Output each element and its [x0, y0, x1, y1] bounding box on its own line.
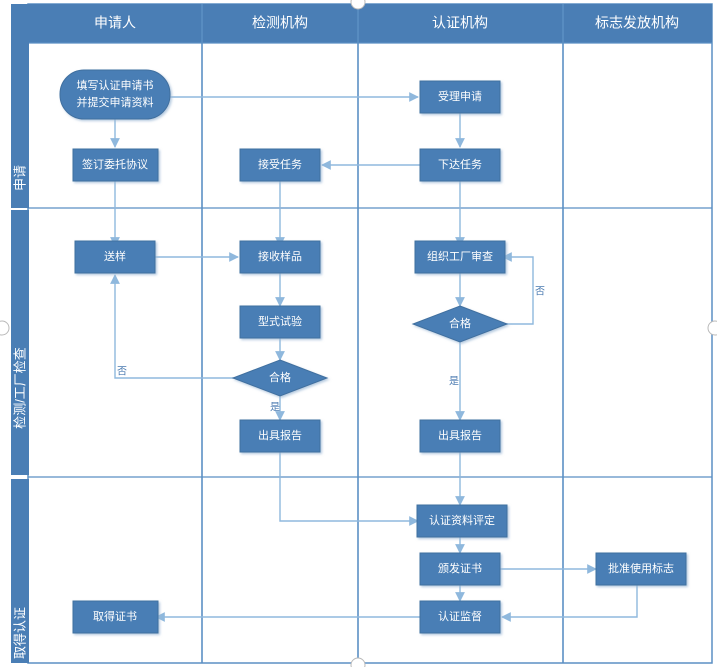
column-header-testing: 检测机构 [252, 15, 308, 31]
node-qualified-factory[interactable]: 合格 [411, 305, 509, 343]
node-label-issue-report-testing: 出具报告 [258, 428, 302, 442]
node-label-receive-sample: 接收样品 [258, 249, 302, 263]
node-accept-application[interactable]: 受理申请 [419, 80, 501, 114]
node-receive-sample[interactable]: 接收样品 [239, 240, 321, 274]
node-label-send-sample: 送样 [104, 249, 126, 263]
node-label-issue-report-cert: 出具报告 [438, 428, 482, 442]
node-sign-agreement[interactable]: 签订委托协议 [72, 148, 159, 182]
node-label-organize-factory-audit: 组织工厂审查 [427, 249, 493, 263]
edge-labels: 否 是 否 是 [117, 286, 545, 414]
node-label-obtain-certificate: 取得证书 [93, 610, 137, 623]
node-label-accept-application: 受理申请 [438, 90, 482, 103]
node-issue-report-cert[interactable]: 出具报告 [419, 419, 501, 453]
edge-approvemark-to-supervision [501, 585, 638, 622]
band-strip-certification [11, 479, 29, 663]
column-header-mark: 标志发放机构 [595, 15, 679, 31]
band-label-testing: 检测/工厂检查 [12, 347, 27, 429]
column-headers: 申请人 检测机构 认证机构 标志发放机构 [94, 15, 679, 31]
connectors [110, 92, 638, 622]
column-header-cert: 认证机构 [432, 15, 488, 31]
node-label-qualified-factory: 合格 [449, 316, 471, 330]
node-fill-application[interactable]: 填写认证申请书 并提交申请资料 [59, 69, 171, 120]
node-certification-supervision[interactable]: 认证监督 [419, 600, 501, 634]
node-issue-report-testing[interactable]: 出具报告 [239, 419, 321, 453]
node-evaluate-documents[interactable]: 认证资料评定 [416, 504, 508, 538]
edge-factoryqualified-no-to-audit [502, 252, 534, 325]
node-label-certification-supervision: 认证监督 [438, 609, 482, 623]
band-strip-testing [11, 210, 29, 475]
node-label-type-test: 型式试验 [258, 314, 302, 328]
node-approve-mark-use[interactable]: 批准使用标志 [595, 552, 687, 586]
band-label-certification: 取得认证 [12, 607, 27, 659]
edge-label-test-pass: 是 [270, 402, 280, 414]
node-label-qualified-test: 合格 [269, 370, 291, 384]
band-label-application: 申请 [12, 165, 27, 191]
node-label-evaluate-documents: 认证资料评定 [429, 513, 495, 527]
column-header-applicant: 申请人 [94, 15, 136, 31]
node-send-sample[interactable]: 送样 [74, 240, 156, 274]
edge-label-test-fail: 否 [117, 366, 127, 378]
node-label-fill-application-line2: 并提交申请资料 [77, 95, 154, 109]
node-label-assign-task: 下达任务 [438, 158, 482, 171]
edge-label-factory-fail: 否 [535, 286, 545, 298]
edge-testreport-to-evaluate [279, 452, 419, 526]
node-label-approve-mark-use: 批准使用标志 [608, 561, 674, 575]
node-label-accept-task: 接受任务 [258, 158, 302, 171]
edge-label-factory-pass: 是 [449, 376, 459, 388]
band-strip-application [11, 4, 29, 208]
edge-qualified-no-to-sendsample [110, 274, 235, 379]
node-obtain-certificate[interactable]: 取得证书 [72, 600, 159, 634]
node-type-test[interactable]: 型式试验 [239, 305, 321, 339]
node-label-sign-agreement: 签订委托协议 [82, 157, 148, 171]
node-assign-task[interactable]: 下达任务 [419, 148, 501, 182]
node-organize-factory-audit[interactable]: 组织工厂审查 [414, 240, 506, 274]
band-label-column: 申请 检测/工厂检查 取得认证 [11, 4, 29, 663]
node-label-fill-application-line1: 填写认证申请书 [77, 78, 154, 92]
node-qualified-test[interactable]: 合格 [231, 359, 329, 397]
column-header-bar [28, 4, 712, 43]
node-label-issue-certificate: 颁发证书 [438, 561, 482, 575]
node-issue-certificate[interactable]: 颁发证书 [419, 552, 501, 586]
node-accept-task[interactable]: 接受任务 [239, 148, 321, 182]
